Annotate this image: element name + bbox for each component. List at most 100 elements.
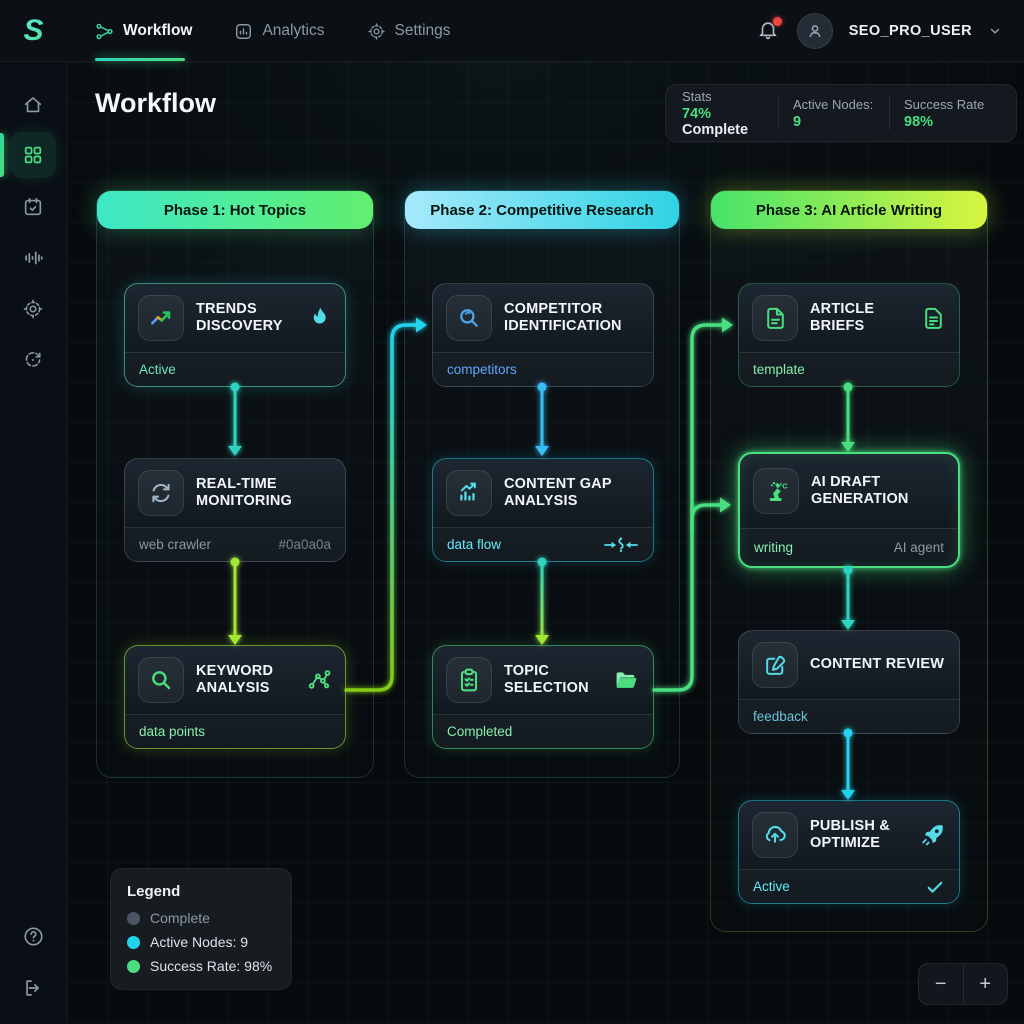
phase-2-header: Phase 2: Competitive Research — [405, 191, 679, 229]
edit-icon — [752, 642, 798, 688]
sidebar-item-settings[interactable] — [10, 286, 56, 332]
node-value: #0a0a0a — [278, 537, 331, 552]
tab-label: Analytics — [262, 22, 325, 39]
zoom-out-button[interactable]: − — [919, 964, 964, 1004]
node-topic-selection[interactable]: TOPIC SELECTION Completed — [432, 645, 654, 749]
tab-label: Workflow — [123, 22, 193, 39]
flame-icon — [308, 306, 332, 330]
legend-label: Success Rate: 98% — [150, 958, 273, 974]
help-icon — [23, 926, 43, 946]
nav-tabs: Workflow Analytics — [95, 0, 451, 62]
node-title: CONTENT REVIEW — [810, 656, 945, 673]
legend-panel: Legend Complete Active Nodes: 9 Success … — [110, 868, 292, 990]
node-header: CONTENT GAP ANALYSIS — [433, 459, 653, 527]
chart-bars-icon — [446, 470, 492, 516]
node-title: PUBLISH & OPTIMIZE — [810, 817, 890, 851]
stat-complete: Stats 74% Complete — [682, 89, 778, 138]
tab-label: Settings — [394, 22, 451, 39]
node-status: Active — [753, 879, 790, 894]
logout-icon — [26, 980, 39, 996]
node-title: KEYWORD ANALYSIS — [196, 662, 274, 696]
phase-1-header: Phase 1: Hot Topics — [97, 191, 373, 229]
node-tag: data flow — [447, 537, 502, 552]
node-content-review[interactable]: CONTENT REVIEW feedback — [738, 630, 960, 734]
legend-dot — [127, 959, 140, 973]
sidebar-item-dashboard[interactable] — [0, 132, 56, 178]
stat-success-rate: Success Rate 98% — [889, 96, 1000, 130]
node-status: Completed — [447, 724, 513, 739]
zoom-controls: − + — [918, 963, 1008, 1005]
node-tag: competitors — [447, 362, 517, 377]
tab-workflow[interactable]: Workflow — [95, 22, 192, 41]
legend-title: Legend — [127, 883, 181, 900]
node-header: TOPIC SELECTION — [433, 646, 653, 714]
node-header: °C AI DRAFT GENERATION — [740, 454, 958, 528]
home-icon — [24, 97, 42, 113]
document-icon — [752, 295, 798, 341]
robot-arm-icon: °C — [753, 468, 799, 514]
node-ai-draft-generation[interactable]: °C AI DRAFT GENERATION writing AI agent — [738, 452, 960, 568]
node-title: TRENDS DISCOVERY — [196, 300, 283, 334]
rocket-icon — [920, 822, 946, 848]
sidebar-item-stats[interactable] — [10, 235, 56, 281]
sidebar-item-tasks[interactable] — [10, 184, 56, 230]
workflow-icon — [95, 22, 114, 41]
top-navbar: S Workflow Analytics — [0, 0, 1024, 62]
document-lines-icon — [921, 306, 946, 331]
sidebar-item-automation[interactable] — [10, 337, 56, 383]
node-title: COMPETITOR IDENTIFICATION — [504, 300, 622, 334]
node-status: writing — [754, 540, 794, 555]
trending-up-icon — [138, 295, 184, 341]
person-icon — [809, 25, 821, 38]
network-graph-icon — [306, 667, 332, 693]
avatar[interactable] — [796, 13, 833, 49]
node-article-briefs[interactable]: ARTICLE BRIEFS template — [738, 283, 960, 387]
bell-icon — [759, 22, 777, 40]
tab-analytics[interactable]: Analytics — [234, 22, 325, 41]
node-publish-optimize[interactable]: PUBLISH & OPTIMIZE Active — [738, 800, 960, 904]
clipboard-check-icon — [446, 657, 492, 703]
notification-badge — [772, 17, 782, 26]
sidebar-item-logout[interactable] — [10, 965, 56, 1011]
user-name[interactable]: SEO_PRO_USER — [848, 23, 972, 39]
notifications-button[interactable] — [757, 17, 782, 43]
node-footer: data points — [125, 714, 345, 748]
sidebar-item-help[interactable] — [10, 913, 56, 959]
sidebar-item-home[interactable] — [10, 82, 56, 128]
node-keyword-analysis[interactable]: KEYWORD ANALYSIS data points — [124, 645, 346, 749]
stat-label: Active Nodes: — [793, 96, 874, 112]
stat-value: 74% — [682, 105, 712, 122]
node-header: TRENDS DISCOVERY — [125, 284, 345, 352]
node-agent-label: AI agent — [893, 540, 944, 555]
node-realtime-monitoring[interactable]: REAL-TIME MONITORING web crawler #0a0a0a — [124, 458, 346, 562]
node-title: REAL-TIME MONITORING — [196, 475, 292, 509]
node-content-gap-analysis[interactable]: CONTENT GAP ANALYSIS data flow — [432, 458, 654, 562]
cloud-upload-icon — [752, 812, 798, 858]
stat-label: Success Rate — [904, 96, 985, 112]
tab-settings[interactable]: Settings — [367, 22, 451, 41]
node-footer: writing AI agent — [740, 528, 958, 566]
node-status: Active — [139, 362, 176, 377]
node-footer: Completed — [433, 714, 653, 748]
folder-open-icon — [613, 667, 640, 694]
svg-text:°C: °C — [779, 481, 788, 490]
legend-item-success-rate: Success Rate: 98% — [127, 958, 275, 974]
chevron-down-icon[interactable] — [988, 24, 1002, 38]
node-footer: feedback — [739, 699, 959, 733]
node-tag: template — [753, 362, 805, 377]
node-tag: feedback — [753, 709, 808, 724]
stat-active-nodes: Active Nodes: 9 — [778, 96, 889, 130]
node-title: CONTENT GAP ANALYSIS — [504, 475, 612, 509]
node-competitor-identification[interactable]: COMPETITOR IDENTIFICATION competitors — [432, 283, 654, 387]
refresh-icon — [138, 470, 184, 516]
app-logo[interactable]: S — [0, 0, 67, 62]
legend-label: Complete — [150, 910, 210, 926]
node-trends-discovery[interactable]: TRENDS DISCOVERY Active — [124, 283, 346, 387]
analytics-icon — [234, 22, 253, 41]
node-footer: web crawler #0a0a0a — [125, 527, 345, 561]
workflow-canvas: Workflow Stats 74% Complete Active Nodes… — [67, 62, 1024, 1024]
node-header: COMPETITOR IDENTIFICATION — [433, 284, 653, 352]
zoom-in-button[interactable]: + — [979, 972, 992, 995]
stat-value: 9 — [793, 113, 802, 130]
